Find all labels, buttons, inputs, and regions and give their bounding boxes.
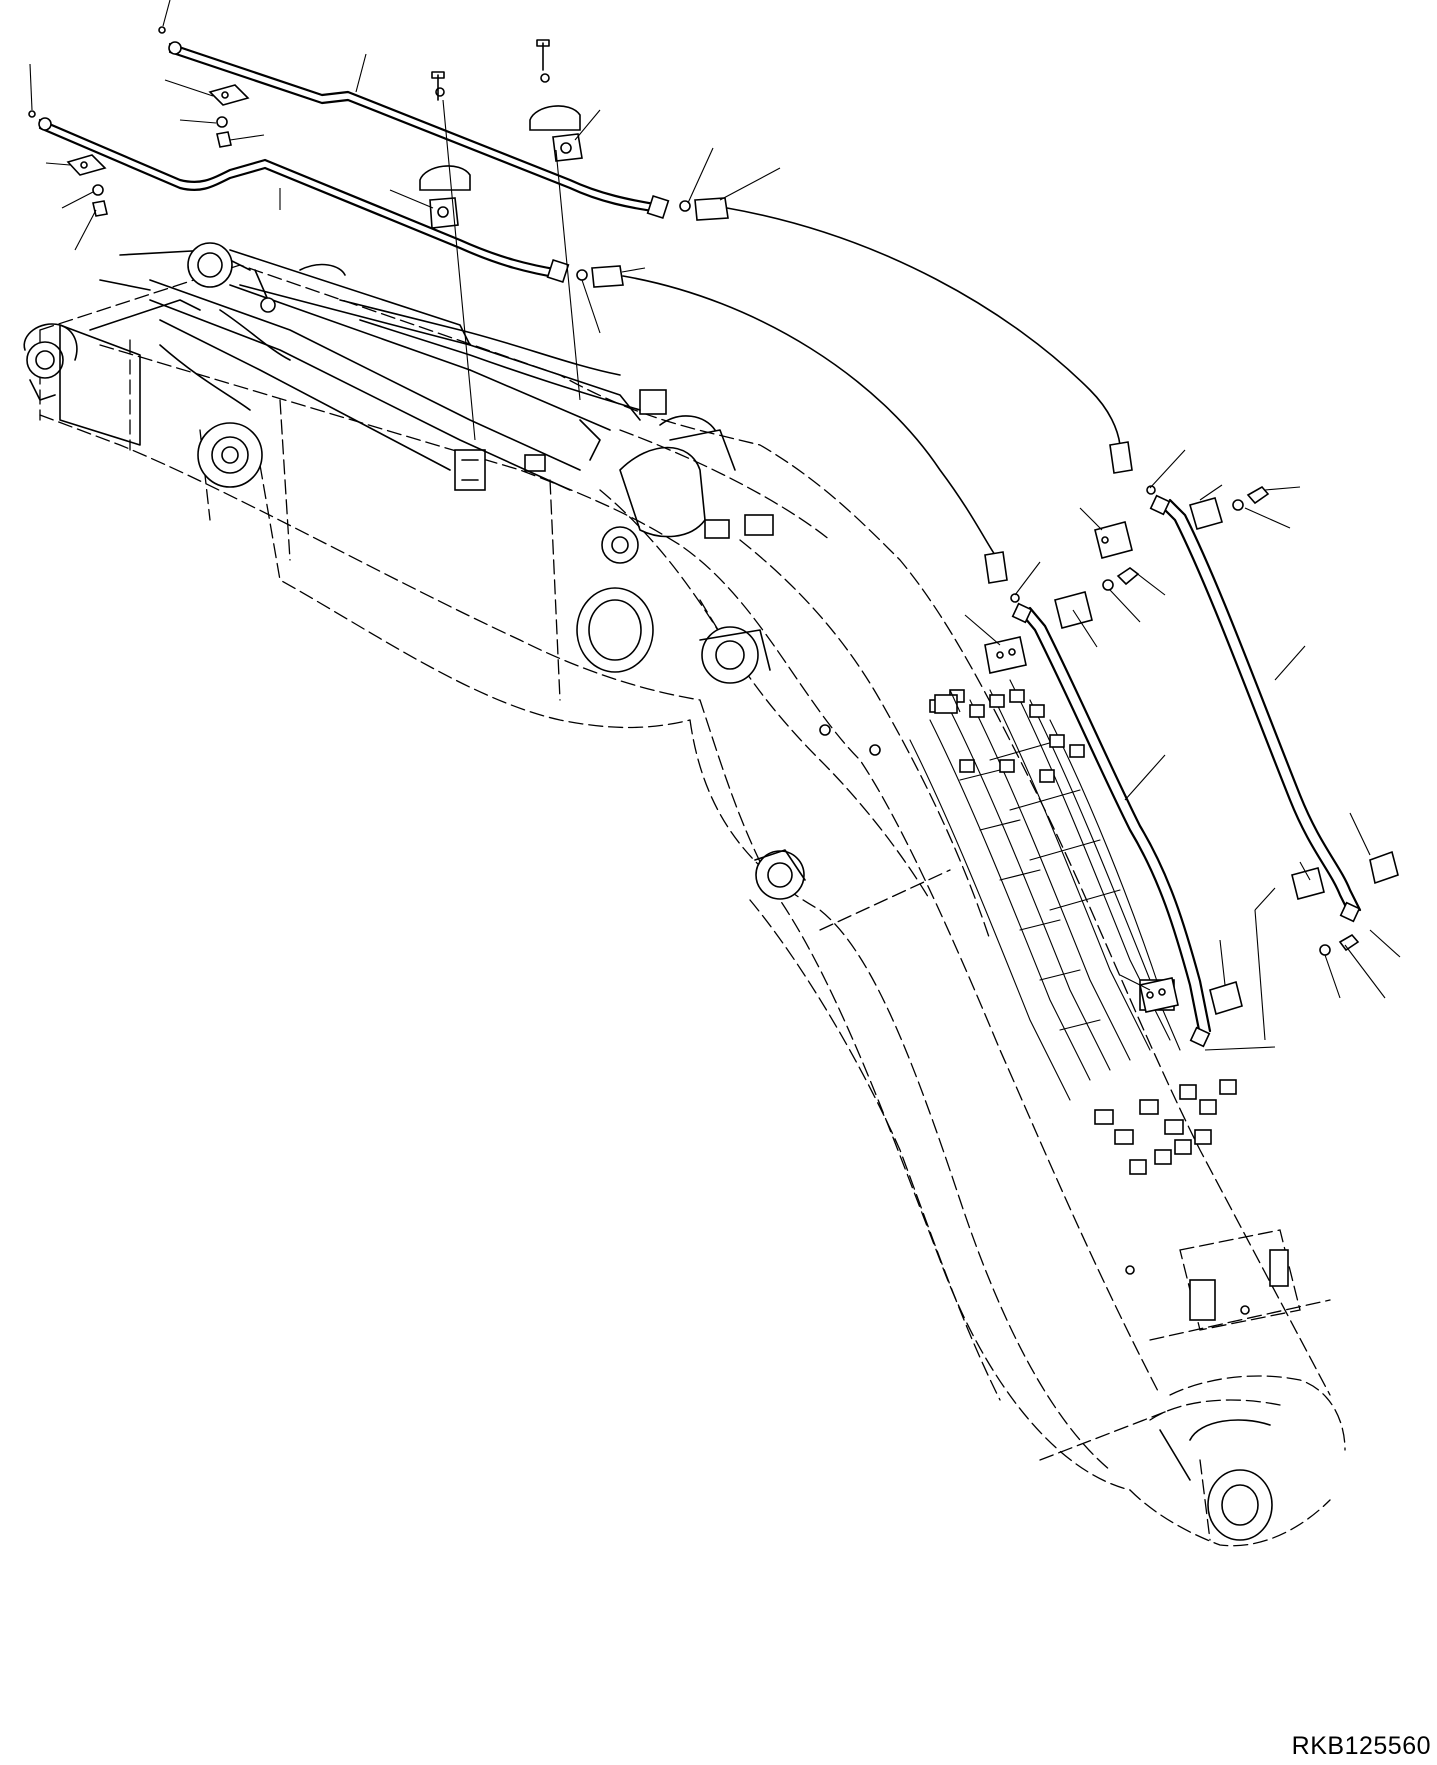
cylinder-lines <box>149 279 641 491</box>
leader-lines <box>28 0 1401 1051</box>
tube-lower <box>38 117 624 288</box>
tube-upper <box>168 41 729 221</box>
hoses <box>622 207 1156 603</box>
hose-bundle <box>909 679 1237 1175</box>
boom-details <box>23 242 1289 1541</box>
boom-tubes <box>1011 494 1362 1048</box>
clamps-and-bolts <box>66 39 1399 1016</box>
document-id: RKB125560 <box>1291 1732 1431 1760</box>
